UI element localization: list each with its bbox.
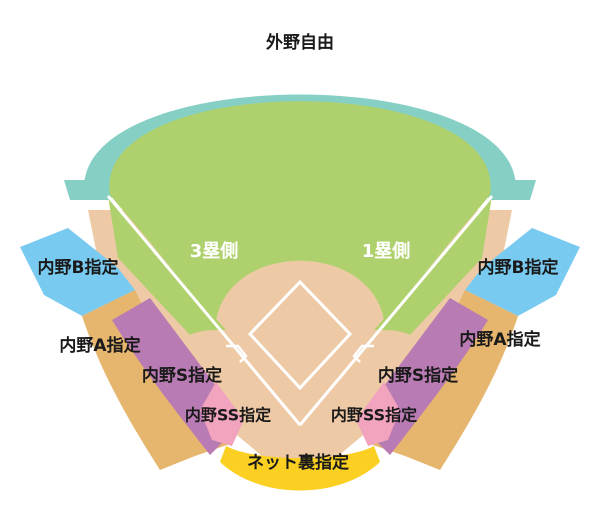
- infield-diamond: [247, 279, 353, 391]
- first-base-line: [298, 195, 494, 426]
- section-infield-b-right[interactable]: [465, 228, 580, 316]
- label-infield-ss-left: 内野SS指定: [185, 406, 271, 425]
- infield-dirt: [214, 260, 386, 440]
- label-infield-s-left: 内野S指定: [142, 365, 222, 386]
- label-backnet: ネット裏指定: [247, 452, 349, 473]
- outfield-stand-notch-left: [64, 180, 110, 200]
- label-first-base-side: 1塁側: [362, 240, 411, 262]
- label-infield-b-left: 内野B指定: [38, 257, 119, 278]
- label-third-base-side: 3塁側: [190, 240, 239, 262]
- coach-box-third: [226, 344, 248, 363]
- section-infield-b-left[interactable]: [20, 228, 135, 316]
- coach-box-first: [352, 344, 374, 363]
- outfield-stand-notch-right: [490, 180, 536, 200]
- label-infield-a-right: 内野A指定: [459, 329, 540, 350]
- label-infield-b-right: 内野B指定: [478, 257, 559, 278]
- third-base-line: [106, 195, 302, 426]
- label-infield-s-right: 内野S指定: [378, 365, 458, 386]
- section-infield-ss-right[interactable]: [356, 382, 400, 446]
- label-infield-a-left: 内野A指定: [59, 335, 140, 356]
- label-outfield-free: 外野自由: [266, 32, 334, 53]
- section-backnet[interactable]: [220, 446, 380, 491]
- outfield-grass[interactable]: [109, 101, 491, 420]
- section-infield-ss-left[interactable]: [200, 382, 244, 446]
- label-infield-ss-right: 内野SS指定: [331, 406, 417, 425]
